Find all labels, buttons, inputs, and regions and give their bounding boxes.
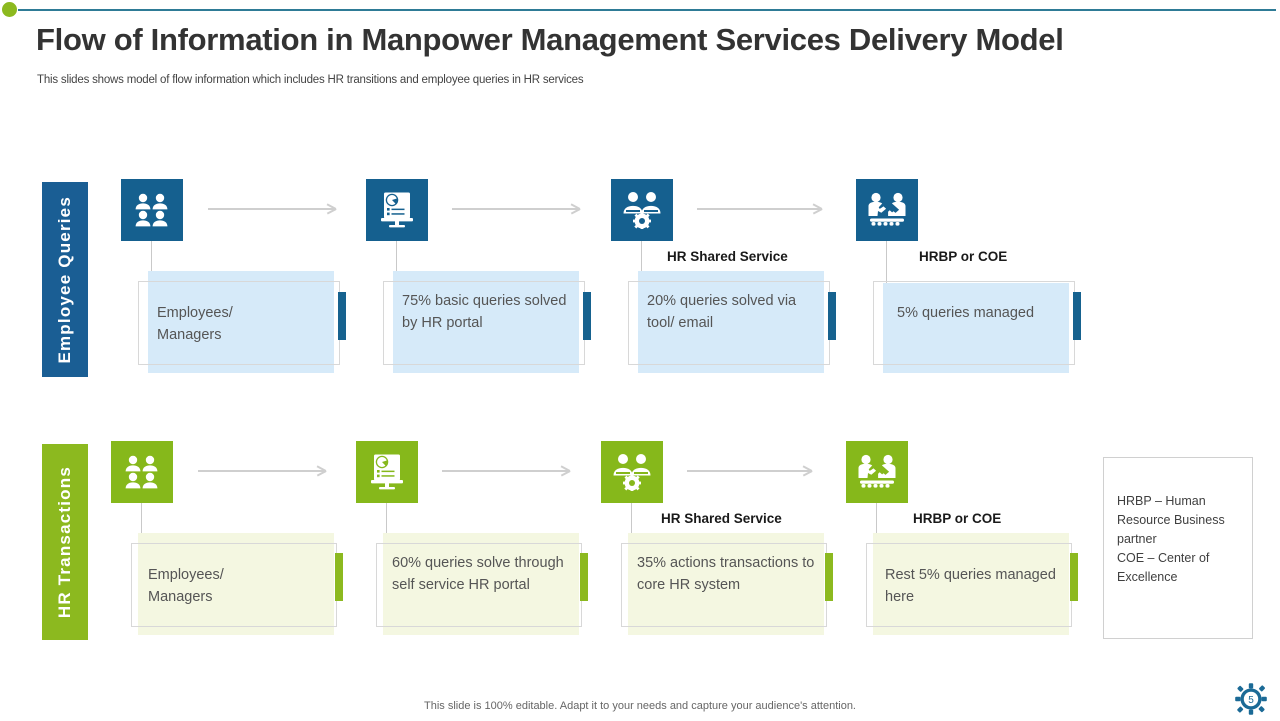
stage-icon-tile-hrbp-r1[interactable]	[856, 179, 918, 241]
self-service-portal-icon	[378, 191, 416, 229]
card-accent-r1-3	[828, 292, 836, 340]
footer-note: This slide is 100% editable. Adapt it to…	[424, 700, 856, 712]
card-text-r1-1: Employees/ Managers	[157, 305, 233, 343]
card-text-r2-3: 35% actions transactions to core HR syst…	[637, 555, 815, 593]
gear-icon[interactable]: 5	[1234, 682, 1268, 716]
card-text-r1-2: 75% basic queries solved by HR portal	[402, 293, 567, 331]
gear-badge-number: 5	[1248, 695, 1254, 706]
flow-arrow-r1-1	[208, 203, 336, 215]
card-accent-r1-2	[583, 292, 591, 340]
stage-icon-tile-portal-r2[interactable]	[356, 441, 418, 503]
card-accent-r2-1	[335, 553, 343, 601]
stage-icon-tile-people-group-r1[interactable]	[121, 179, 183, 241]
row-label-text: HR Transactions	[55, 465, 74, 619]
flow-arrow-r2-3	[687, 465, 812, 477]
card-fill-r2-4	[873, 533, 1069, 635]
row-label-employee-queries: Employee Queries	[42, 182, 88, 377]
card-accent-r1-1	[338, 292, 346, 340]
flow-arrow-r2-2	[442, 465, 570, 477]
card-text-r2-1: Employees/ Managers	[148, 567, 224, 605]
card-accent-r2-4	[1070, 553, 1078, 601]
card-fill-r1-4	[883, 283, 1069, 373]
handshake-chain-icon	[856, 454, 898, 490]
row-label-text: Employee Queries	[55, 195, 74, 364]
stage-icon-tile-shared-service-r1[interactable]	[611, 179, 673, 241]
stage-caption-r2-4: HRBP or COE	[913, 511, 1002, 526]
legend-text: HRBP – Human Resource Business partner C…	[1117, 494, 1225, 584]
stage-caption-r1-3: HR Shared Service	[667, 249, 788, 264]
stage-icon-tile-hrbp-r2[interactable]	[846, 441, 908, 503]
card-text-r2-2: 60% queries solve through self service H…	[392, 555, 564, 593]
stage-icon-tile-portal-r1[interactable]	[366, 179, 428, 241]
flow-arrow-r2-1	[198, 465, 326, 477]
people-gear-icon	[612, 453, 652, 491]
card-text-r2-4: Rest 5% queries managed here	[885, 567, 1056, 605]
card-accent-r2-2	[580, 553, 588, 601]
card-fill-r2-2	[383, 533, 579, 635]
stage-caption-r1-4: HRBP or COE	[919, 249, 1008, 264]
self-service-portal-icon	[368, 453, 406, 491]
card-text-r1-3: 20% queries solved via tool/ email	[647, 293, 797, 331]
people-group-icon	[124, 455, 160, 489]
card-fill-r2-1	[138, 533, 334, 635]
page-title: Flow of Information in Manpower Manageme…	[36, 22, 1064, 57]
card-fill-r2-3	[628, 533, 824, 635]
people-gear-icon	[622, 191, 662, 229]
stage-icon-tile-shared-service-r2[interactable]	[601, 441, 663, 503]
card-fill-r1-3	[638, 271, 824, 373]
stage-icon-tile-people-group-r2[interactable]	[111, 441, 173, 503]
top-divider-rule	[18, 9, 1276, 11]
card-accent-r2-3	[825, 553, 833, 601]
flow-arrow-r1-3	[697, 203, 822, 215]
flow-arrow-r1-2	[452, 203, 580, 215]
card-accent-r1-4	[1073, 292, 1081, 340]
card-fill-r1-1	[148, 271, 334, 373]
card-text-r1-4: 5% queries managed	[897, 305, 1035, 321]
row-label-hr-transactions: HR Transactions	[42, 444, 88, 640]
top-accent-dot	[2, 2, 17, 17]
card-fill-r1-2	[393, 271, 579, 373]
legend-box	[1103, 457, 1253, 639]
people-group-icon	[134, 193, 170, 227]
stage-caption-r2-3: HR Shared Service	[661, 511, 782, 526]
page-subtitle: This slides shows model of flow informat…	[37, 74, 584, 86]
handshake-chain-icon	[866, 192, 908, 228]
